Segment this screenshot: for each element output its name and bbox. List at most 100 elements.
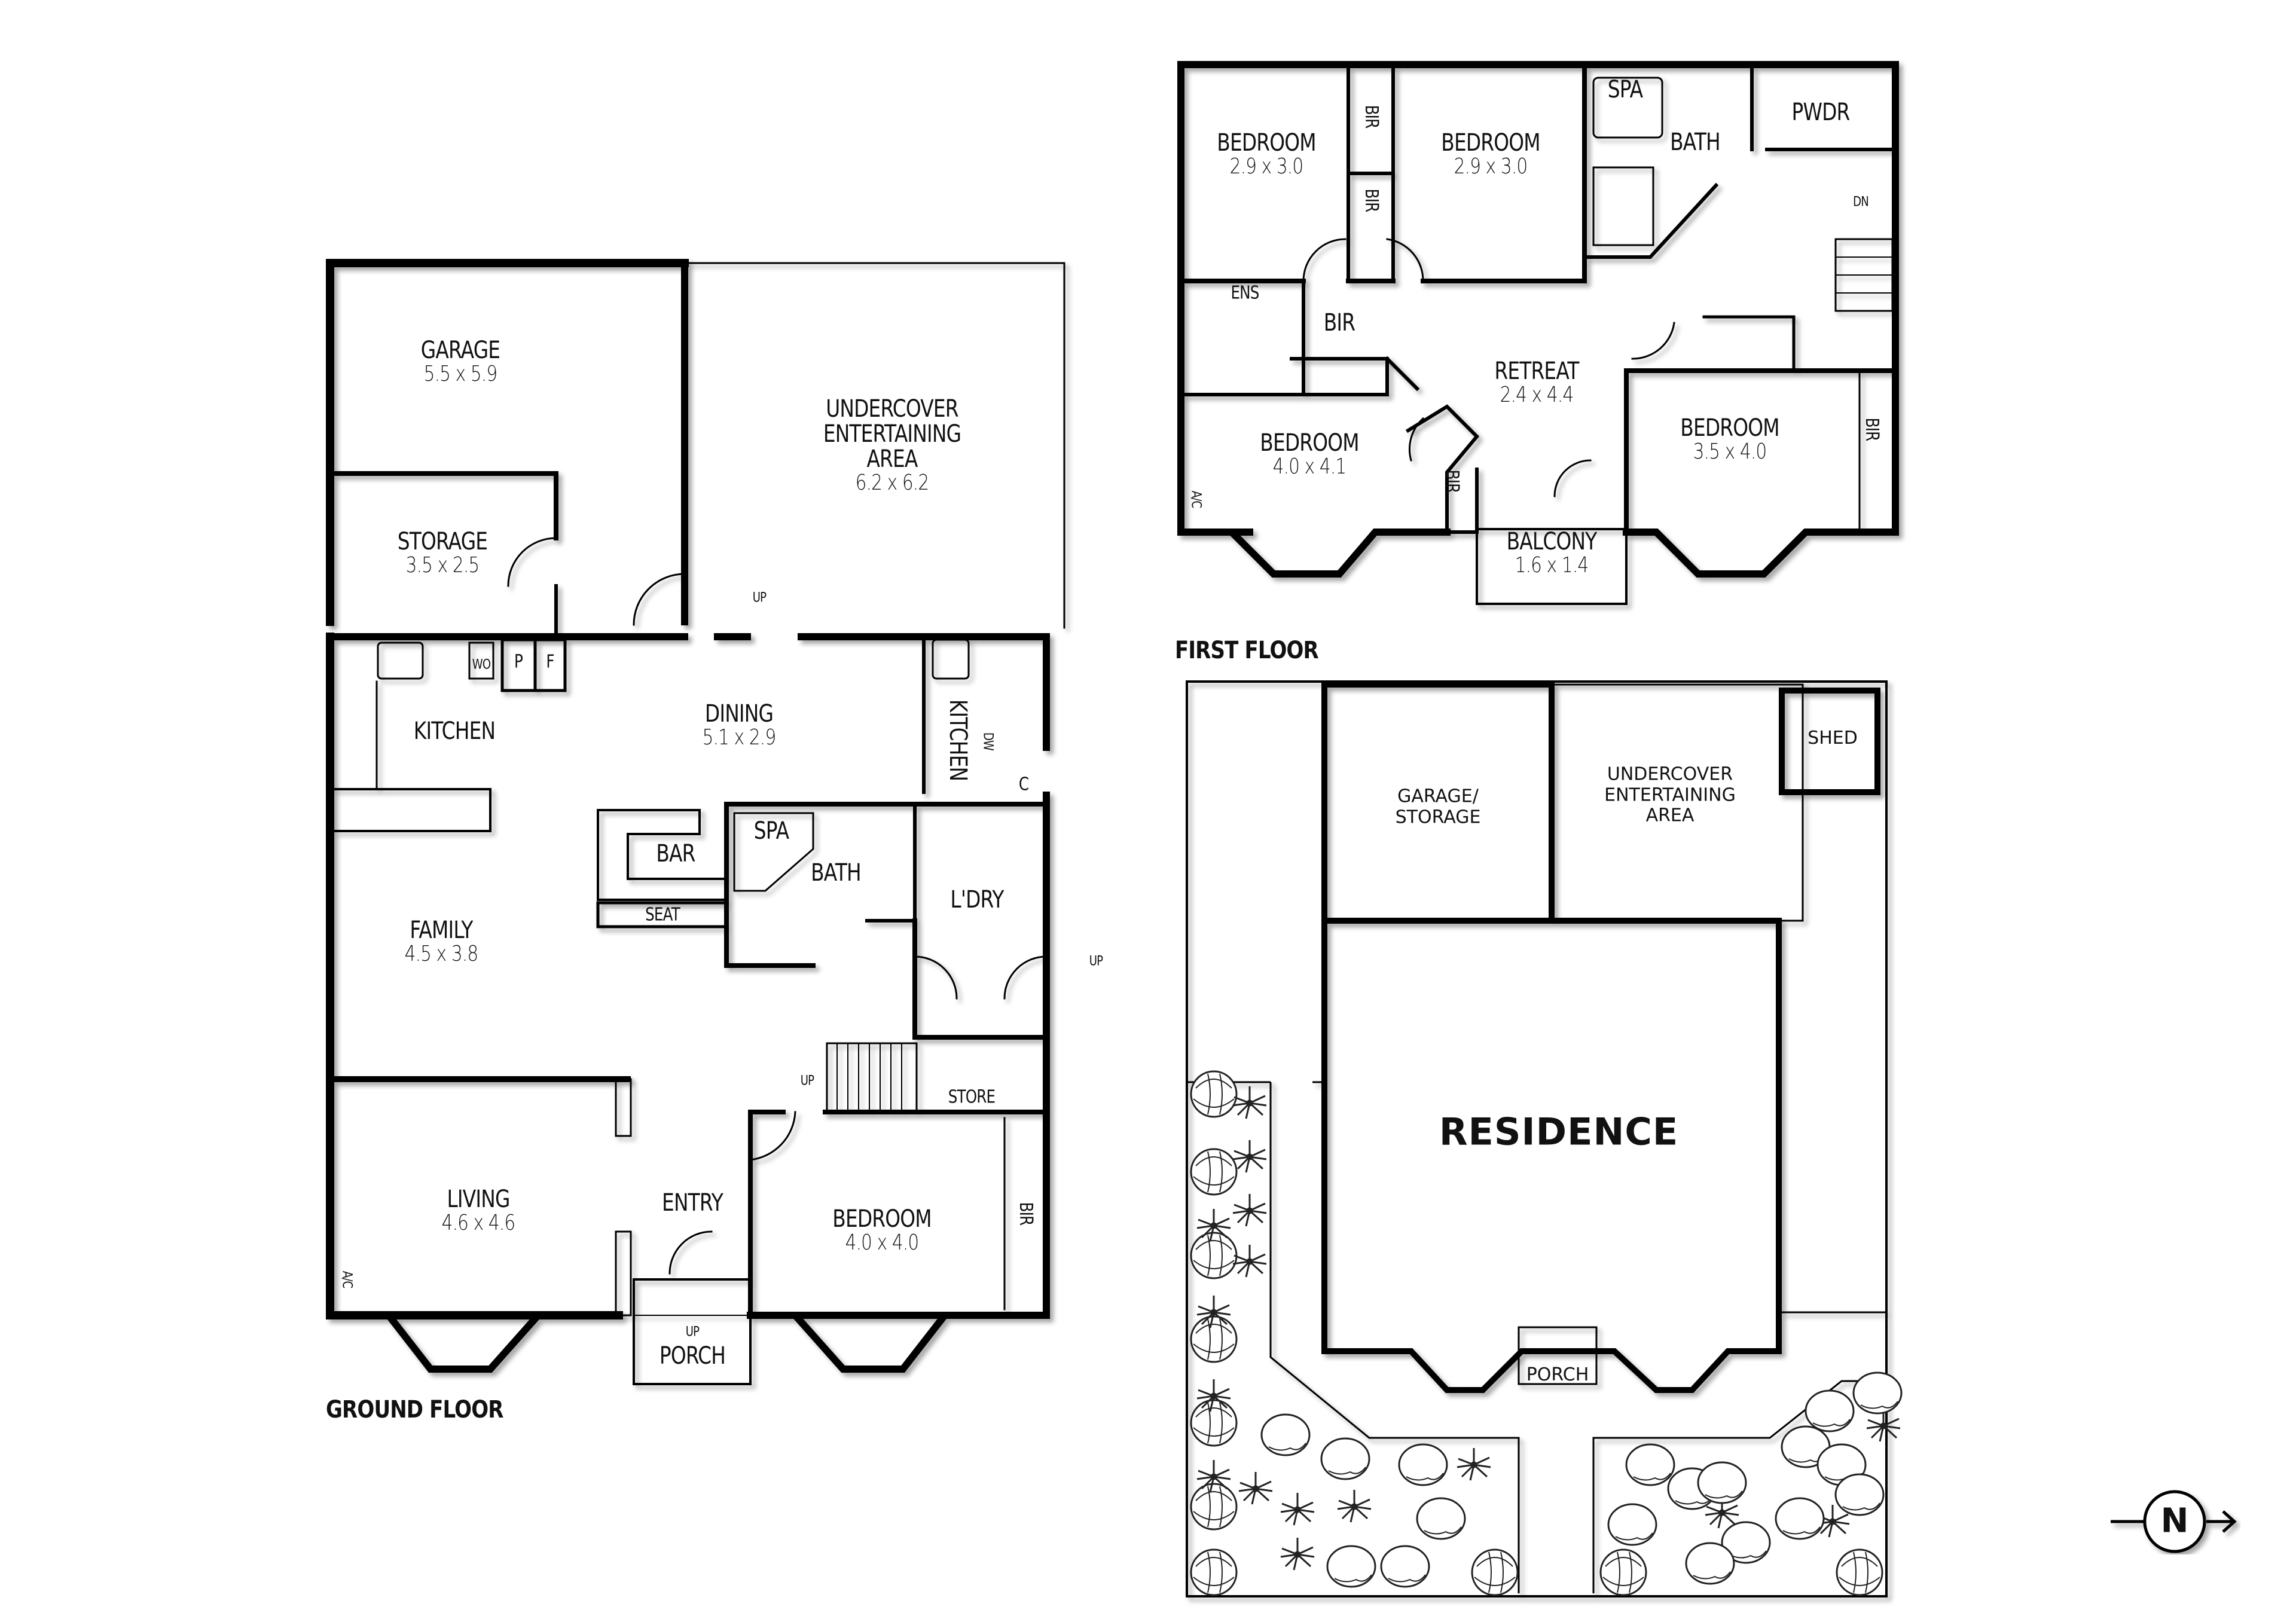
room-label: SPA [1607,76,1643,103]
fixture-label: DW [980,732,996,751]
room-label: BEDROOM [1217,129,1316,157]
room-dimensions: 1.6 x 1.4 [1515,553,1589,578]
room-label: BEDROOM [832,1205,932,1233]
room-label: BATH [811,859,862,887]
room-label: LIVING [447,1186,510,1214]
fixture-label: F [546,651,554,673]
room-entry: ENTRY [655,1190,729,1215]
up-label: UP [752,590,767,606]
room-label: ENTRY [662,1189,723,1217]
room-storage: STORAGE 3.5 x 2.5 [387,529,497,577]
room-ensuite: ENS [1228,283,1262,303]
room-label: DINING [704,700,774,728]
bir-label: BIR [1361,186,1382,214]
site-label: RESIDENCE [1439,1110,1679,1154]
room-label: BATH [1670,129,1721,156]
room-dimensions: 3.5 x 4.0 [1693,439,1767,465]
site-label: ENTERTAINING [1604,784,1736,805]
room-dining: DINING 5.1 x 2.9 [694,701,784,749]
site-undercover-area: UNDERCOVER ENTERTAINING AREA [1604,764,1736,826]
room-living: LIVING 4.6 x 4.6 [433,1187,523,1235]
fixture-label: A/C [1188,490,1204,508]
up-arrow-stair: UP [799,1074,815,1088]
wall-oven-label: WO [470,658,492,671]
bir-label: BIR [1442,467,1463,495]
room-label: PORCH [659,1342,726,1370]
first-floor-walls [1177,61,1899,605]
room-label: PWDR [1791,99,1851,126]
fixture-label: DN [1853,194,1869,210]
first-floor-title: FIRST FLOOR [1175,637,1319,664]
room-store: STORE [943,1088,1000,1107]
site-label: UNDERCOVER [1607,763,1733,785]
site-porch: PORCH [1526,1364,1589,1386]
room-bedroom: BEDROOM 4.0 x 4.0 [822,1206,942,1254]
room-spa: SPA [750,818,792,844]
room-label: BEDROOM [1441,129,1540,157]
room-label: UNDERCOVER [826,395,958,423]
room-bath: BATH [1665,130,1726,155]
dishwasher-label: DW [980,731,996,753]
room-label: STORE [948,1086,996,1108]
bir-label: BIR [1861,415,1882,443]
room-balcony: BALCONY 1.6 x 1.4 [1497,529,1607,577]
room-dimensions: 4.0 x 4.1 [1272,454,1347,479]
site-shed: SHED [1808,728,1858,749]
up-label: UP [800,1073,814,1089]
room-powder: PWDR [1785,100,1856,125]
room-dimensions: 3.5 x 2.5 [405,553,480,578]
bir-label: BIR [1015,1199,1036,1227]
site-label: STORAGE [1395,807,1481,827]
room-label: KITCHEN [413,717,496,745]
fixture-label: A/C [339,1270,355,1288]
room-label: BAR [656,840,695,867]
ac-label: A/C [339,1269,355,1290]
north-label: N [2160,1501,2189,1541]
room-label: SPA [753,817,789,845]
room-label: GARAGE [420,337,500,365]
room-porch: PORCH [652,1343,732,1369]
pantry-label: P [513,652,523,671]
room-label: FAMILY [410,917,473,945]
up-label: UP [1089,954,1103,969]
room-label: RETREAT [1494,358,1579,386]
room-laundry: L'DRY [945,887,1010,912]
room-dimensions: 4.0 x 4.0 [845,1230,920,1256]
room-dimensions: 5.1 x 2.9 [702,725,777,750]
room-dimensions: 2.4 x 4.4 [1500,383,1574,408]
room-kitchen-2: KITCHEN [944,691,972,790]
room-label: BEDROOM [1260,429,1359,457]
up-arrow-side: UP [1088,954,1104,968]
room-bedroom-4: BEDROOM 3.5 x 4.0 [1669,416,1790,463]
room-label: AREA [866,445,918,474]
fixture-label: BIR [1861,417,1882,441]
room-dimensions: 2.9 x 3.0 [1229,154,1304,179]
room-dimensions: 4.6 x 4.6 [441,1211,516,1236]
room-retreat: RETREAT 2.4 x 4.4 [1485,359,1588,407]
ground-floor-title: GROUND FLOOR [326,1396,503,1424]
north-arrow-icon [2111,1490,2237,1553]
fixture-label: P [514,651,523,673]
up-label: UP [685,1324,700,1340]
room-garage: GARAGE 5.5 x 5.9 [412,338,508,386]
site-label: SHED [1808,727,1858,749]
room-bath: BATH [805,860,866,885]
ground-floor-walls [326,259,1065,1385]
bir-label: BIR [1361,102,1382,130]
site-residence: RESIDENCE [1439,1112,1678,1151]
site-label: GARAGE/ [1397,786,1479,807]
room-bedroom-2: BEDROOM 2.9 x 3.0 [1430,130,1551,178]
site-garage-storage: GARAGE/ STORAGE [1395,786,1481,828]
room-bedroom-3: BEDROOM 4.0 x 4.1 [1249,430,1370,478]
room-undercover-entertaining: UNDERCOVER ENTERTAINING AREA 6.2 x 6.2 [808,396,976,494]
ac-label: A/C [1188,489,1204,510]
room-seat: SEAT [642,905,684,924]
room-family: FAMILY 4.5 x 3.8 [396,918,486,966]
room-dimensions: 5.5 x 5.9 [423,362,498,387]
room-label: BEDROOM [1680,414,1779,442]
fixture-label: C [1018,774,1029,795]
room-label: KITCHEN [944,699,972,781]
site-label: AREA [1645,805,1694,826]
fixture-label: BIR [1323,309,1355,337]
